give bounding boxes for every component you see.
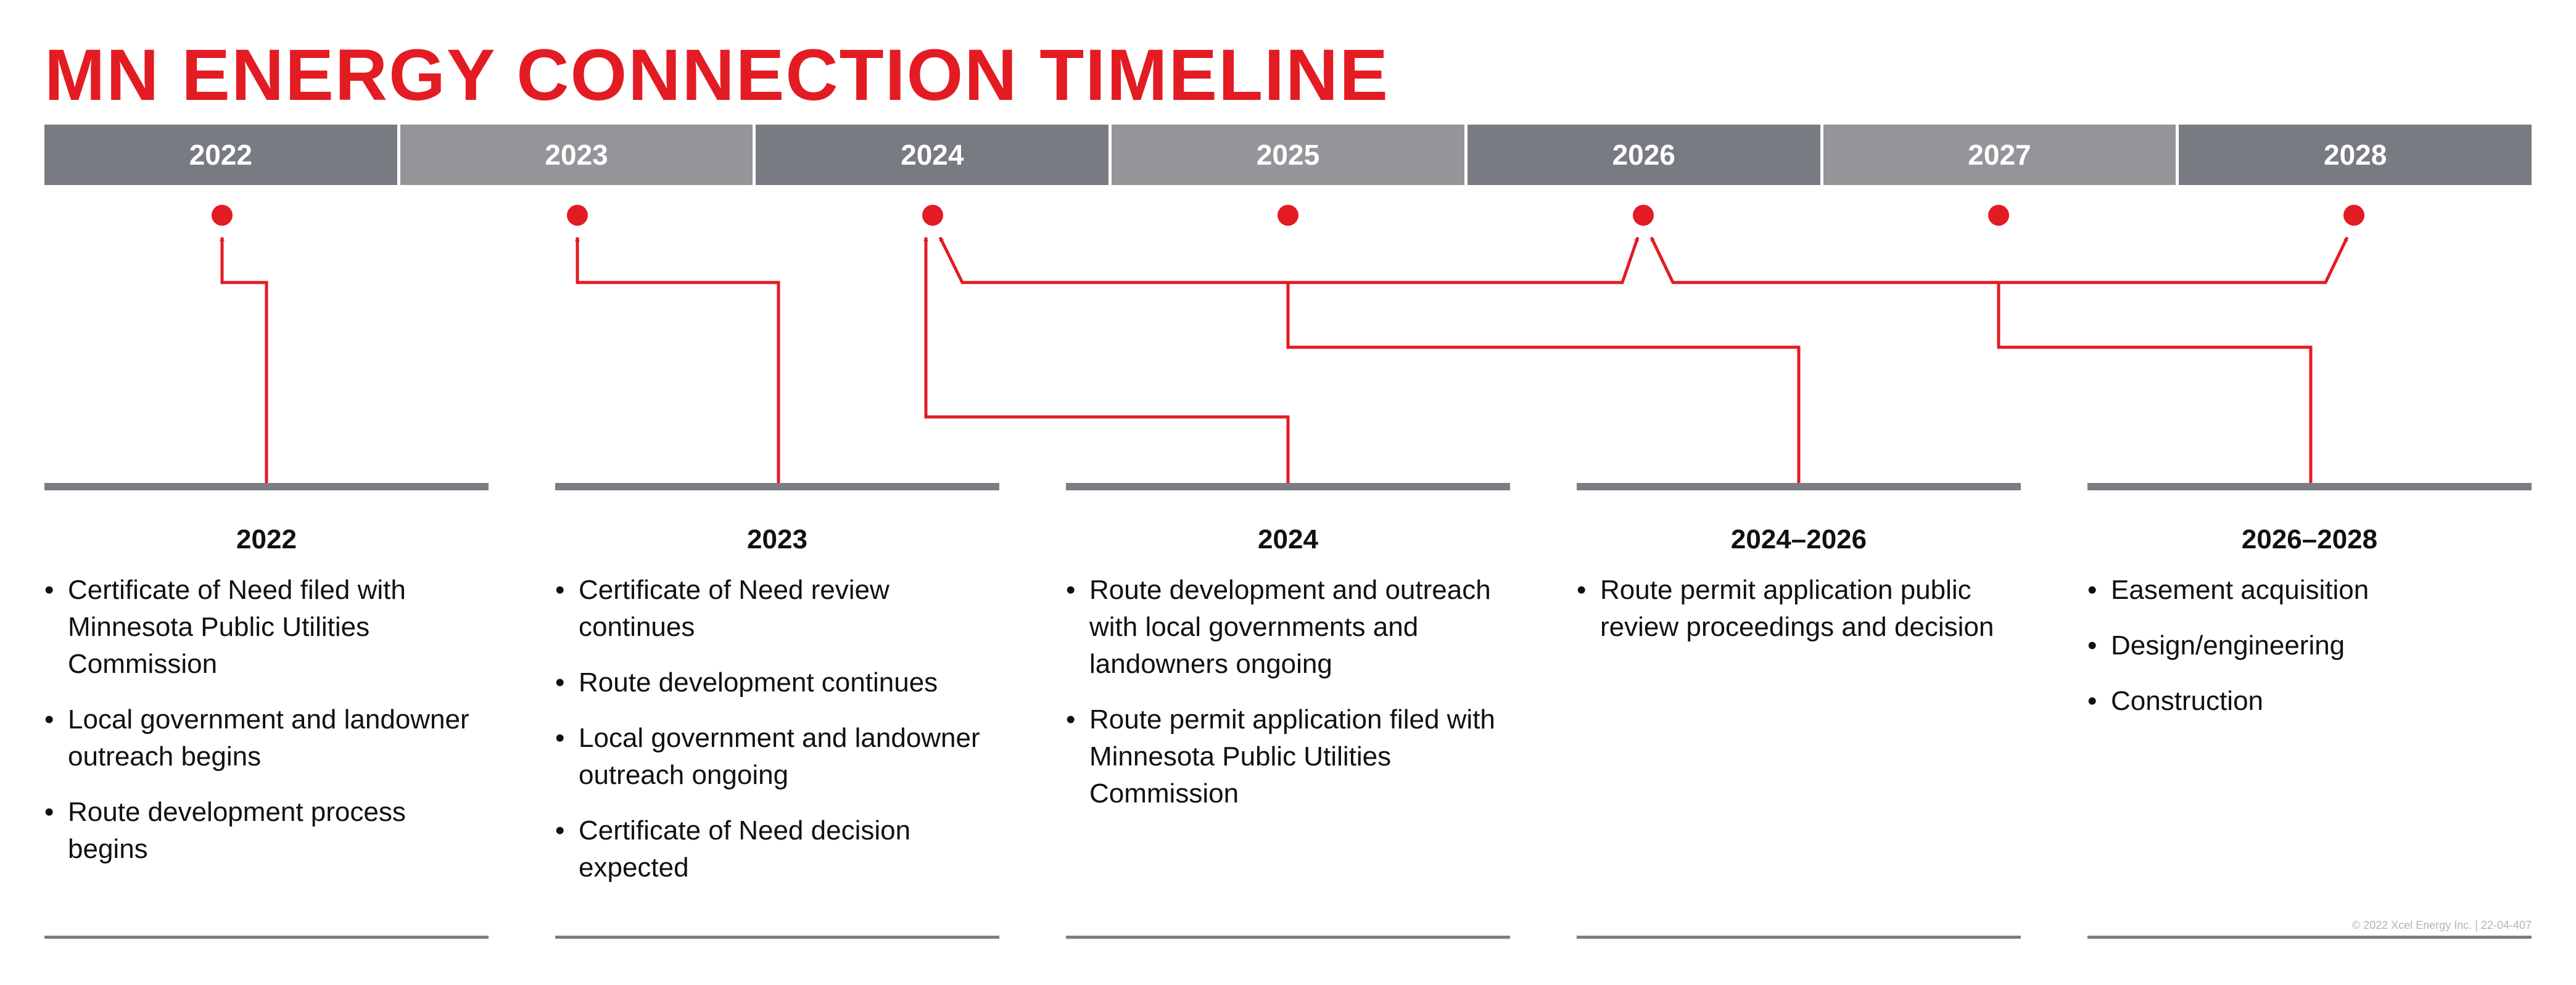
bullet-icon: • [1066, 704, 1076, 735]
bullet-icon: • [555, 667, 565, 698]
phase-bottom-rule [1577, 936, 2021, 939]
phase-items: •Certificate of Need review continues •R… [555, 572, 999, 886]
phase-items: •Certificate of Need filed with Minnesot… [44, 572, 489, 868]
phase-top-rule [555, 483, 999, 490]
list-item: •Route permit application filed with Min… [1066, 701, 1510, 812]
year-2024-label: 2024 [756, 125, 1112, 185]
phase-bottom-rule [555, 936, 999, 939]
year-marker-2022 [212, 205, 233, 226]
year-marker-2027 [1988, 205, 2009, 226]
connector-2026-2028-range [1649, 237, 2349, 284]
phase-heading: 2024–2026 [1730, 524, 1867, 554]
year-2026-label: 2026 [1467, 125, 1823, 185]
bullet-icon: • [2087, 686, 2097, 716]
bullet-icon: • [2087, 630, 2097, 661]
phase-top-rule [2087, 483, 2532, 490]
bullet-icon: • [1577, 575, 1587, 605]
bullet-icon: • [555, 815, 565, 846]
phase-2022: 2022 •Certificate of Need filed with Min… [44, 483, 489, 939]
year-marker-2026 [1633, 205, 1654, 226]
list-item: •Certificate of Need filed with Minnesot… [44, 572, 489, 683]
phase-2023: 2023 •Certificate of Need review continu… [555, 483, 999, 939]
list-item: •Certificate of Need decision expected [555, 812, 999, 886]
list-item: •Local government and landowner outreach… [44, 701, 489, 775]
phase-heading: 2026–2028 [2241, 524, 2378, 554]
phase-items: •Route development and outreach with loc… [1066, 572, 1510, 812]
year-markers [212, 205, 2364, 226]
phase-bottom-rule [2087, 936, 2532, 939]
year-marker-2024 [922, 205, 943, 226]
connector-2024-2026-range [938, 237, 1640, 284]
phase-2024: 2024 •Route development and outreach wit… [1066, 483, 1510, 939]
bullet-icon: • [2087, 575, 2097, 605]
phase-bottom-rule [1066, 936, 1510, 939]
list-item: •Certificate of Need review continues [555, 572, 999, 646]
phase-heading: 2022 [236, 524, 297, 554]
year-marker-2023 [567, 205, 588, 226]
bullet-icon: • [44, 704, 54, 735]
year-2028-label: 2028 [2179, 125, 2532, 185]
bullet-icon: • [44, 575, 54, 605]
copyright-text: © 2022 Xcel Energy Inc. | 22-04-407 [2351, 919, 2532, 931]
list-item: •Local government and landowner outreach… [555, 720, 999, 794]
year-marker-2028 [2343, 205, 2364, 226]
page-title: MN ENERGY CONNECTION TIMELINE [44, 35, 1389, 116]
list-item: •Route permit application public review … [1577, 572, 2021, 646]
year-2027-label: 2027 [1823, 125, 2179, 185]
phase-top-rule [1577, 483, 2021, 490]
connector-2023 [577, 237, 780, 483]
phase-top-rule [44, 483, 489, 490]
phase-items: •Route permit application public review … [1577, 572, 2021, 646]
phase-heading: 2024 [1258, 524, 1318, 554]
connector-2024-2026-stem [1286, 282, 1801, 483]
list-item: •Route development process begins [44, 794, 489, 868]
list-item: •Construction [2087, 683, 2532, 720]
connector-2022 [222, 237, 268, 483]
bullet-icon: • [555, 723, 565, 753]
phase-heading: 2023 [747, 524, 807, 554]
connector-2026-2028-stem [1997, 282, 2313, 483]
year-2023-label: 2023 [400, 125, 756, 185]
list-item: •Easement acquisition [2087, 572, 2532, 609]
connector-2024 [926, 237, 1290, 483]
bullet-icon: • [44, 797, 54, 827]
list-item: •Design/engineering [2087, 627, 2532, 664]
year-marker-2025 [1278, 205, 1298, 226]
phase-2024-2026: 2024–2026 •Route permit application publ… [1577, 483, 2021, 939]
phase-items: •Easement acquisition •Design/engineerin… [2087, 572, 2532, 720]
year-2022-label: 2022 [44, 125, 400, 185]
bullet-icon: • [1066, 575, 1076, 605]
phase-2026-2028: 2026–2028 •Easement acquisition •Design/… [2087, 483, 2532, 939]
phase-bottom-rule [44, 936, 489, 939]
year-bar: 2022 2023 2024 2025 2026 2027 2028 [44, 125, 2532, 185]
bullet-icon: • [555, 575, 565, 605]
list-item: •Route development continues [555, 664, 999, 701]
year-2025-label: 2025 [1112, 125, 1468, 185]
list-item: •Route development and outreach with loc… [1066, 572, 1510, 683]
phase-top-rule [1066, 483, 1510, 490]
